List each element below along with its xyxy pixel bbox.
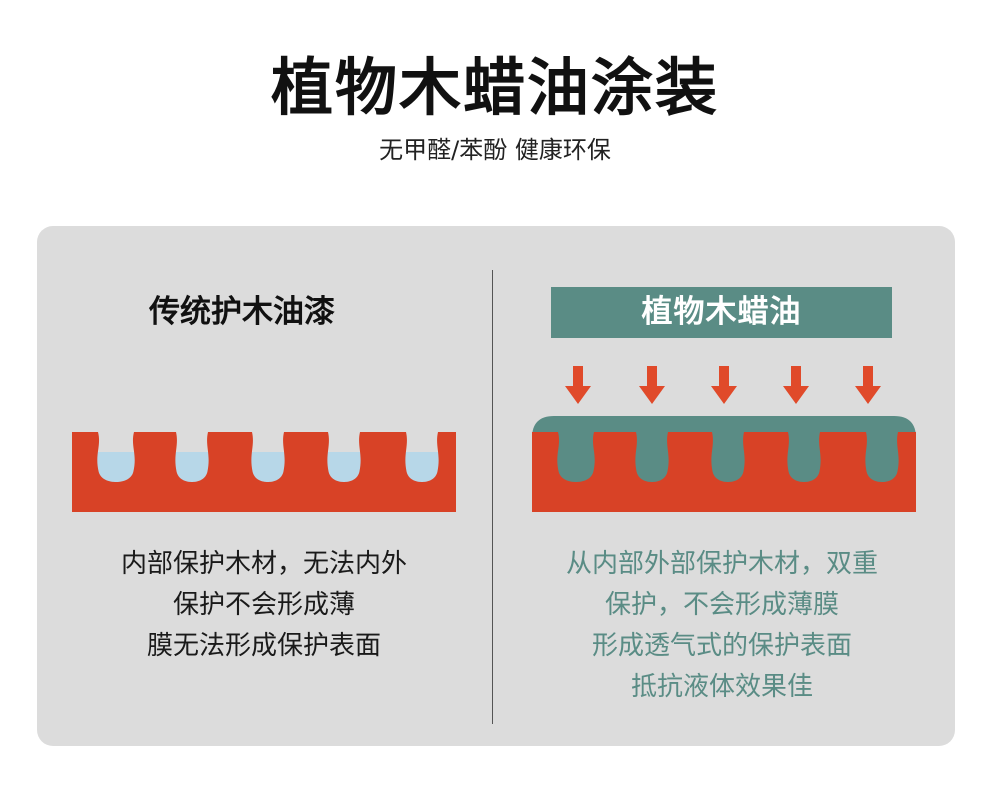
wax-oil-heading: 植物木蜡油	[551, 287, 892, 338]
wood-surface	[532, 432, 916, 512]
wax-oil-wood-diagram	[532, 416, 916, 512]
wood-surface	[72, 432, 456, 512]
traditional-oil-heading: 传统护木油漆	[149, 294, 335, 330]
description-line: 保护，不会形成薄膜	[604, 590, 839, 620]
panel-divider	[492, 270, 493, 724]
page-title: 植物木蜡油涂装	[270, 51, 719, 124]
description-line: 形成透气式的保护表面	[591, 631, 852, 661]
down-arrow-icon	[855, 366, 881, 404]
description-line: 膜无法形成保护表面	[146, 631, 381, 661]
wax-oil-description: 从内部外部保护木材，双重 保护，不会形成薄膜 形成透气式的保护表面 抵抗液体效果…	[512, 544, 932, 708]
page-subtitle: 无甲醛/苯酚 健康环保	[379, 136, 611, 164]
description-line: 抵抗液体效果佳	[630, 672, 813, 702]
description-line: 保护不会形成薄	[172, 590, 355, 620]
traditional-oil-description: 内部保护木材，无法内外 保护不会形成薄 膜无法形成保护表面	[72, 544, 456, 667]
down-arrow-icon	[711, 366, 737, 404]
down-arrow-icon	[565, 366, 591, 404]
traditional-wood-diagram	[72, 432, 456, 512]
down-arrow-icon	[639, 366, 665, 404]
description-line: 内部保护木材，无法内外	[120, 549, 407, 579]
description-line: 从内部外部保护木材，双重	[565, 549, 878, 579]
arrows-down	[565, 366, 881, 404]
down-arrow-icon	[783, 366, 809, 404]
